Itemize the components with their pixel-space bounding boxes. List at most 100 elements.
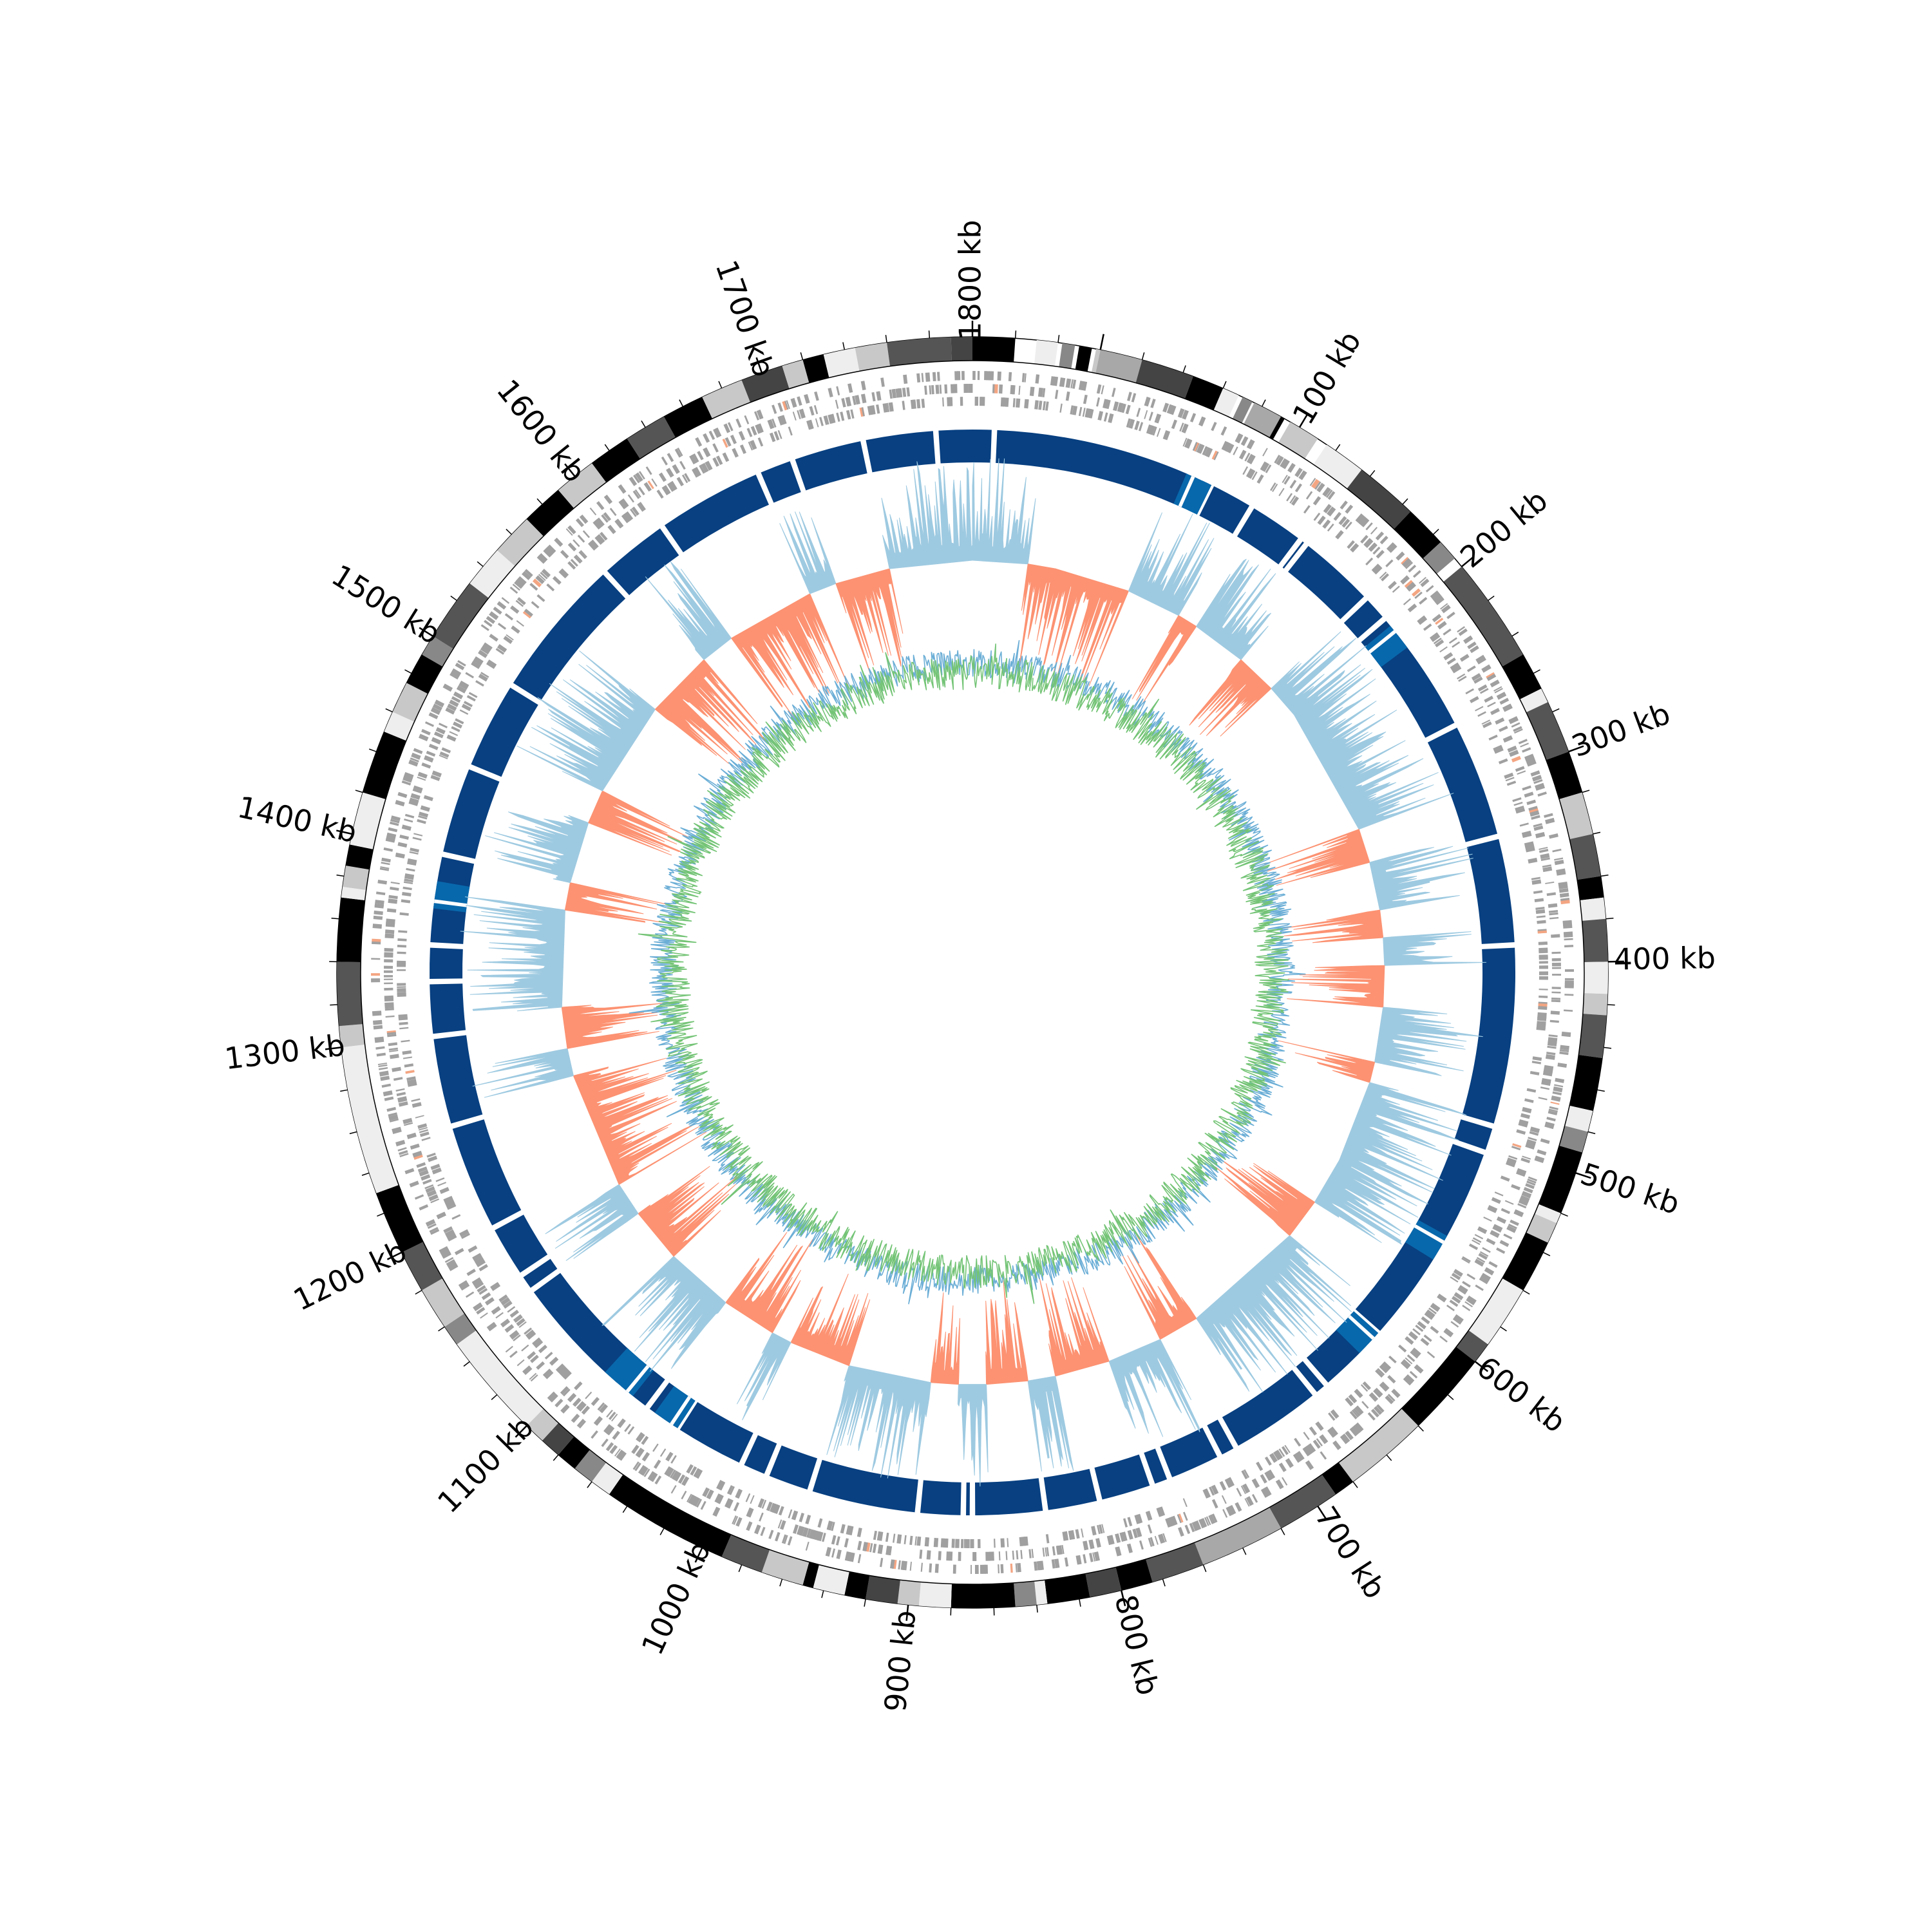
gene-feature: [474, 1256, 484, 1264]
skew-negative: [638, 1166, 737, 1257]
gene-feature: [1309, 478, 1316, 486]
gene-feature: [1245, 1496, 1254, 1506]
gene-feature: [1477, 1226, 1488, 1235]
gene-feature: [419, 811, 428, 816]
skew-positive: [460, 896, 565, 1012]
gene-feature: [542, 1368, 553, 1378]
gene-feature: [1154, 413, 1162, 424]
gene-feature: [799, 1513, 804, 1522]
gene-feature: [882, 402, 889, 413]
gene-feature: [788, 426, 793, 436]
gene-feature: [693, 1468, 701, 1478]
gene-feature: [434, 699, 445, 708]
gene-feature: [1410, 1350, 1418, 1359]
gene-feature: [509, 1309, 519, 1318]
gene-feature: [862, 1542, 866, 1551]
gene-feature: [998, 384, 1003, 394]
gene-feature: [1519, 1197, 1530, 1204]
gene-feature: [476, 1307, 486, 1315]
ideogram-band: [527, 490, 574, 536]
gene-feature: [1525, 755, 1535, 762]
gene-feature: [399, 1153, 409, 1157]
minor-tick: [331, 917, 339, 920]
gene-feature: [373, 916, 383, 918]
gene-feature: [1457, 626, 1466, 633]
gene-feature: [679, 460, 686, 470]
gene-feature: [1101, 1524, 1105, 1533]
gene-feature: [797, 396, 802, 406]
gene-feature: [1211, 1513, 1218, 1523]
gene-feature: [823, 415, 828, 426]
gene-feature: [1312, 1439, 1321, 1449]
gene-feature: [638, 502, 646, 511]
gene-feature: [1503, 706, 1513, 712]
gene-feature: [538, 1345, 547, 1354]
gene-feature: [406, 867, 415, 872]
gene-feature: [1474, 1234, 1484, 1240]
gene-feature: [1403, 598, 1411, 605]
ideogram-band: [802, 1562, 819, 1588]
gene-feature: [1211, 1484, 1219, 1495]
gene-feature: [1450, 662, 1459, 670]
gene-feature: [612, 1430, 620, 1440]
gene-feature: [783, 1535, 788, 1544]
axis-label: 800 kb: [1108, 1591, 1166, 1699]
gene-feature: [1533, 777, 1542, 782]
gene-feature: [547, 544, 556, 553]
gene-feature: [1421, 1316, 1430, 1325]
gene-feature: [1491, 1197, 1501, 1204]
gene-feature: [1272, 484, 1278, 493]
gene-feature: [1200, 1519, 1206, 1528]
gene-feature: [1549, 1106, 1558, 1110]
gene-feature: [490, 634, 498, 640]
gene-feature: [609, 1444, 618, 1454]
gene-feature: [374, 904, 384, 907]
ideogram-band: [1582, 918, 1608, 962]
gene-feature: [1430, 1325, 1439, 1334]
gene-feature: [1171, 1515, 1178, 1526]
gene-feature: [1072, 405, 1078, 415]
gene-feature: [1386, 542, 1396, 551]
ideogram-band: [1135, 359, 1193, 399]
gene-feature: [1021, 373, 1025, 383]
gene-feature: [527, 1351, 536, 1360]
gene-feature: [1179, 422, 1184, 432]
gene-feature: [386, 918, 395, 923]
gene-feature: [1512, 797, 1522, 802]
skew-negative: [1038, 568, 1129, 686]
gene-feature: [473, 1302, 483, 1312]
gene-feature: [1523, 1187, 1533, 1193]
minor-tick: [404, 669, 412, 674]
gene-feature: [1000, 1564, 1004, 1573]
gene-feature: [1348, 1394, 1358, 1404]
gene-feature: [594, 535, 604, 545]
gene-feature: [828, 388, 833, 397]
gene-feature: [536, 554, 546, 564]
minor-tick: [1242, 1548, 1247, 1555]
skew-positive: [545, 1184, 639, 1261]
gene-feature: [410, 793, 421, 800]
ideogram-band: [574, 1450, 607, 1482]
gene-feature: [377, 879, 388, 885]
synteny-block: [523, 1258, 558, 1288]
synteny-block: [430, 947, 463, 979]
gene-feature: [1556, 868, 1566, 873]
gene-feature: [1465, 688, 1474, 695]
gene-feature: [1536, 915, 1546, 918]
gene-feature: [1314, 481, 1321, 490]
gene-feature: [714, 1493, 723, 1504]
gene-feature: [608, 1411, 616, 1421]
gene-feature: [1012, 398, 1016, 408]
gene-feature: [530, 1354, 539, 1363]
gene-feature: [914, 399, 916, 409]
ideogram-band: [336, 961, 363, 1027]
gene-feature: [1539, 995, 1548, 998]
gene-feature: [1121, 403, 1126, 413]
axis-label: 1200 kb: [288, 1233, 412, 1318]
gene-feature: [428, 712, 439, 719]
gene-feature: [1511, 755, 1521, 762]
gene-feature: [511, 1332, 520, 1340]
gene-feature: [1551, 987, 1561, 989]
gene-feature: [1065, 391, 1070, 401]
gene-feature: [399, 835, 410, 840]
